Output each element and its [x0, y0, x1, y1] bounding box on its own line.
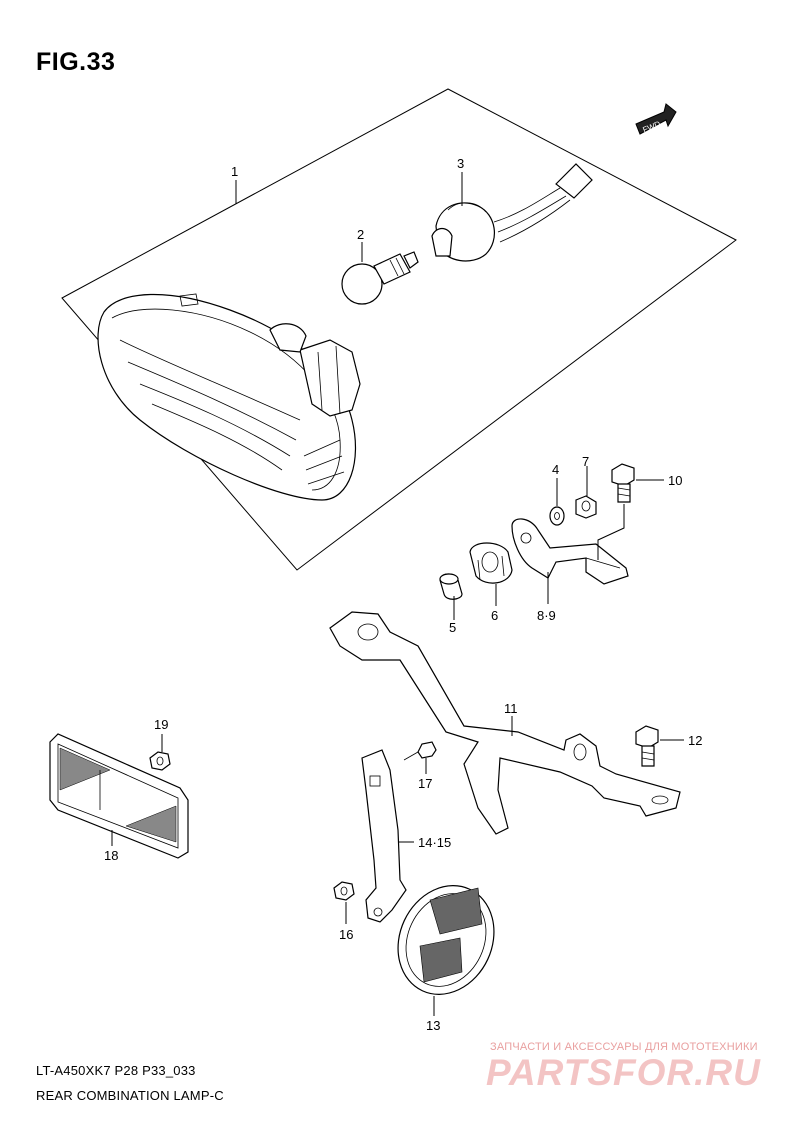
- callout-13: 13: [426, 1018, 440, 1033]
- round-reflector: [397, 885, 495, 995]
- callout-2: 2: [357, 227, 364, 242]
- model-code: LT-A450XK7 P28 P33_033: [36, 1063, 196, 1078]
- watermark-logo: PARTSFOR.RU: [486, 1052, 761, 1093]
- callout-6: 6: [491, 608, 498, 623]
- washer: [549, 506, 565, 526]
- callout-5: 5: [449, 620, 456, 635]
- watermark-caption: ЗАПЧАСТИ И АКСЕССУАРЫ ДЛЯ МОТОТЕХНИКИ: [490, 1041, 758, 1053]
- callout-11: 11: [504, 701, 518, 716]
- callout-19: 19: [154, 717, 168, 732]
- nut: [575, 495, 597, 519]
- callout-17: 17: [418, 776, 432, 791]
- callout-1: 1: [231, 164, 238, 179]
- small-bracket: [511, 518, 629, 585]
- leader-lines: [111, 172, 684, 1016]
- callout-4: 4: [552, 462, 559, 477]
- assembly-outline: [61, 88, 737, 571]
- tail-lamp-housing: [97, 293, 361, 501]
- callout-16: 16: [339, 927, 353, 942]
- bulb: [341, 251, 419, 305]
- bolt-12: [635, 725, 659, 767]
- section-name: REAR COMBINATION LAMP-C: [36, 1088, 224, 1103]
- main-bracket: [329, 611, 681, 835]
- callout-14-15: 14·15: [418, 835, 451, 850]
- grommet: [469, 542, 513, 584]
- callout-12: 12: [688, 733, 702, 748]
- nut-16: [333, 881, 355, 901]
- fwd-arrow-icon: FWD: [635, 103, 677, 135]
- callout-10: 10: [668, 473, 682, 488]
- socket-harness: [431, 163, 593, 262]
- callout-3: 3: [457, 156, 464, 171]
- figure-title: FIG.33: [36, 48, 116, 76]
- callout-7: 7: [582, 454, 589, 469]
- collar: [439, 573, 463, 600]
- callout-18: 18: [104, 848, 118, 863]
- callout-numbers: 1 2 3 4 7 10 5 6 8·9 11 12 17 14·15 16 1…: [104, 156, 702, 1033]
- nut-19: [149, 751, 171, 771]
- callout-8-9: 8·9: [537, 608, 556, 623]
- bolt: [611, 463, 635, 503]
- screw: [403, 741, 437, 761]
- rectangular-reflector: [49, 733, 189, 859]
- reflector-bracket: [361, 749, 407, 923]
